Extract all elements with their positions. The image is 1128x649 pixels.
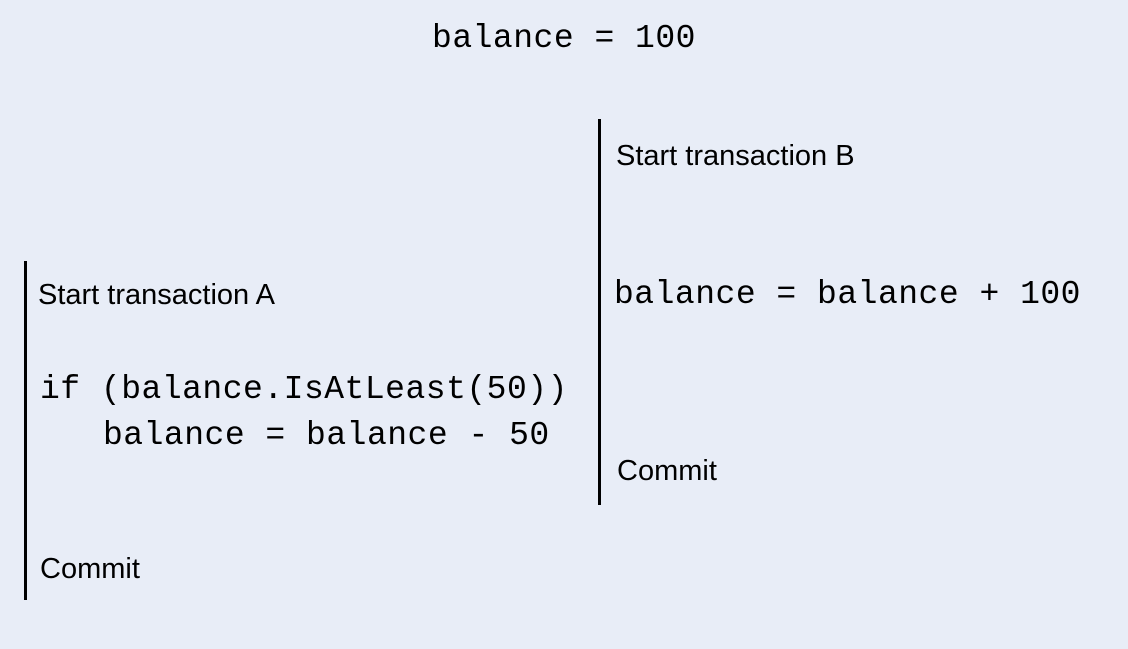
transaction-a-commit-label: Commit: [40, 553, 140, 585]
transaction-b-timeline: [598, 119, 601, 505]
initial-balance-label: balance = 100: [432, 20, 696, 57]
transaction-a-code-line-2: balance = balance - 50: [103, 417, 550, 454]
transaction-b-code-line-1: balance = balance + 100: [614, 276, 1081, 313]
transaction-a-timeline: [24, 261, 27, 600]
transaction-a-code-line-1: if (balance.IsAtLeast(50)): [40, 371, 568, 408]
transaction-b-commit-label: Commit: [617, 455, 717, 487]
transaction-a-start-label: Start transaction A: [38, 279, 275, 311]
transaction-b-start-label: Start transaction B: [616, 140, 855, 172]
